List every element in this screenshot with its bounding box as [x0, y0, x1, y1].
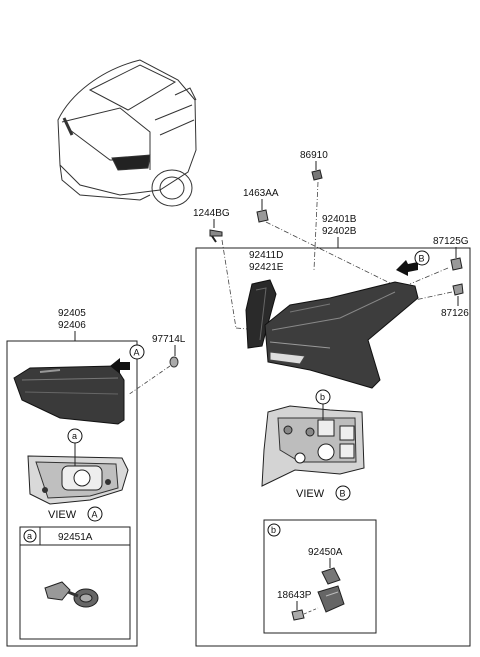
label-92421E: 92421E [249, 262, 284, 273]
outer-lamp-frame [195, 247, 471, 647]
gasket-92411D [245, 279, 277, 349]
label-1244BG: 1244BG [193, 208, 230, 219]
bolt-1244BG [209, 229, 223, 243]
callout-a-upper-circle [129, 344, 145, 360]
clip-87126 [452, 283, 464, 296]
grommet-97714L [169, 356, 179, 368]
label-92402B: 92402B [322, 226, 357, 237]
view-arrow-b [396, 260, 418, 276]
detail-box-b [263, 519, 377, 634]
inner-lamp-back [27, 455, 129, 505]
socket-92451A [44, 581, 99, 608]
detail-box-a [19, 526, 131, 640]
outer-lamp-back [261, 405, 365, 487]
view-arrow-a [110, 358, 130, 374]
detail-b-letter: b [271, 525, 276, 535]
label-92401B: 92401B [322, 214, 357, 225]
label-1463AA: 1463AA [243, 188, 279, 199]
label-97714L: 97714L [152, 334, 186, 345]
label-92405: 92405 [58, 308, 86, 319]
label-92406: 92406 [58, 320, 86, 331]
detail-a-circle [23, 529, 37, 543]
nut-1463AA [256, 209, 269, 223]
label-87126: 87126 [441, 308, 469, 319]
clip-86910 [311, 169, 323, 181]
vehicle-rear-sketch [57, 59, 197, 207]
callout-a-label: a [72, 431, 77, 441]
view-b-label: VIEW [296, 488, 325, 500]
label-18643P: 18643P [277, 590, 312, 601]
view-b-circle [335, 485, 351, 501]
view-a-circle [87, 506, 103, 522]
bulb-18643P [291, 607, 319, 621]
callout-b-small-circle [315, 389, 331, 405]
callout-A-label: A [134, 348, 140, 358]
label-92450A: 92450A [308, 547, 343, 558]
callout-a-small-circle [67, 428, 83, 444]
label-86910: 86910 [300, 150, 328, 161]
callout-b-upper-circle [414, 250, 430, 266]
detail-a-letter: a [27, 531, 32, 541]
view-b-letter: B [340, 489, 346, 499]
view-a-letter: A [92, 510, 98, 520]
callout-B-label: B [419, 254, 425, 264]
outer-lamp-part [264, 281, 419, 389]
socket-92450A [317, 567, 345, 613]
label-87125G: 87125G [433, 236, 469, 247]
clip-87125G [450, 257, 463, 271]
view-a-label: VIEW [48, 509, 77, 521]
inner-lamp-frame [6, 340, 138, 647]
label-92411D: 92411D [249, 250, 283, 261]
label-92451A: 92451A [58, 532, 93, 543]
detail-b-circle [267, 523, 281, 537]
inner-lamp-part [13, 365, 125, 425]
callout-b-label: b [320, 392, 325, 402]
